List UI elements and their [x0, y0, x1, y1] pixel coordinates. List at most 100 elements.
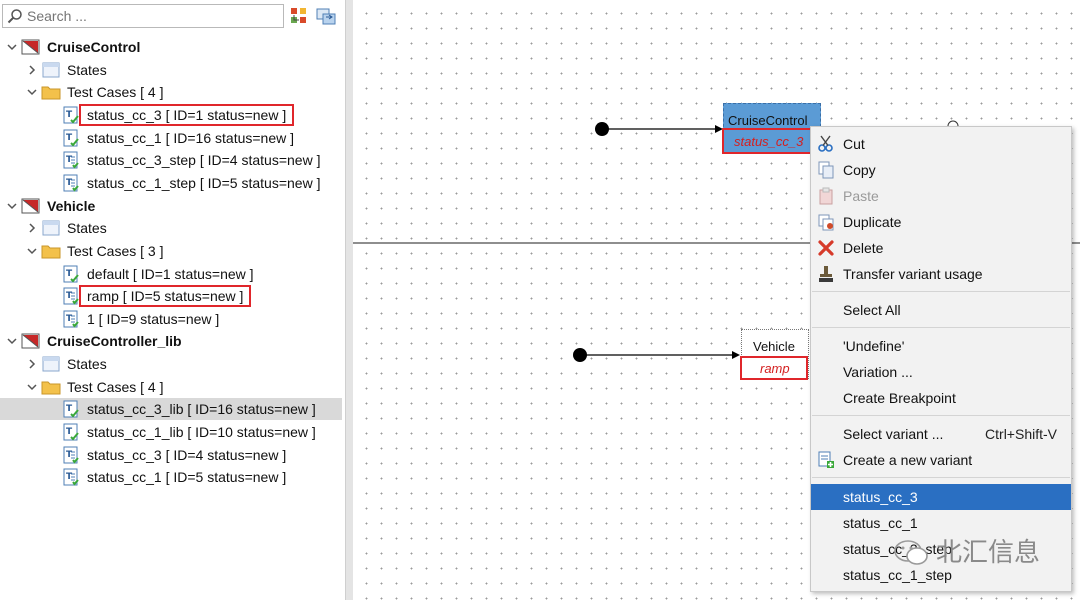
tree-item[interactable]: Test Cases [ 3 ]: [0, 240, 342, 262]
state-vehicle-variant: ramp: [760, 361, 790, 376]
tree-item-label: CruiseControl: [47, 39, 141, 55]
tree-item-label: status_cc_3_lib [ ID=16 status=new ]: [87, 401, 316, 418]
svg-text:T: T: [66, 404, 73, 414]
menu-item[interactable]: Select variant ...Ctrl+Shift-V: [811, 421, 1071, 447]
state-cruisecontrol[interactable]: CruiseControl status_cc_3: [722, 103, 821, 154]
model-icon: [21, 332, 41, 350]
chevron-down-icon[interactable]: [6, 335, 18, 347]
test-case-step-icon: T: [61, 287, 81, 305]
test-case-icon: T: [61, 265, 81, 283]
state-vehicle[interactable]: Vehicle ramp: [740, 329, 809, 380]
menu-item[interactable]: Select All: [811, 297, 1071, 323]
wechat-icon: [894, 540, 928, 565]
menu-item-label: Create a new variant: [843, 452, 973, 468]
tree-item-label: status_cc_3 [ ID=4 status=new ]: [87, 446, 287, 463]
svg-text:T: T: [66, 450, 73, 460]
panel-splitter[interactable]: [345, 0, 353, 600]
menu-item-label: Create Breakpoint: [843, 390, 956, 406]
search-input[interactable]: [27, 7, 277, 25]
folder-icon: [41, 378, 61, 396]
menu-item[interactable]: Transfer variant usage: [811, 261, 1071, 287]
chevron-right-icon[interactable]: [26, 222, 38, 234]
states-icon: [41, 355, 61, 373]
model-icon: [21, 38, 41, 56]
menu-item[interactable]: 'Undefine': [811, 333, 1071, 359]
sync-view-icon[interactable]: [316, 7, 336, 25]
tree-item[interactable]: States: [0, 353, 342, 375]
search-box[interactable]: [2, 4, 284, 28]
tree-item-label: Vehicle: [47, 197, 96, 214]
svg-text:T: T: [66, 133, 73, 143]
folder-icon: [41, 83, 61, 101]
chevron-down-icon[interactable]: [26, 381, 38, 393]
model-icon: [21, 197, 41, 215]
tree-item-label: ramp [ ID=5 status=new ]: [78, 285, 252, 308]
tree-item[interactable]: Test Cases [ 4 ]: [0, 376, 342, 398]
tree-item[interactable]: States: [0, 59, 342, 81]
watermark-text: 北汇信息: [936, 538, 1041, 568]
chevron-down-icon[interactable]: [26, 86, 38, 98]
menu-separator: [812, 477, 1070, 478]
state-cruisecontrol-variant: status_cc_3: [734, 134, 804, 149]
menu-item[interactable]: Cut: [811, 131, 1071, 157]
menu-item-label: status_cc_3: [843, 489, 918, 505]
menu-separator: [812, 327, 1070, 328]
transition-2-arrowhead: [732, 351, 740, 359]
menu-item[interactable]: Create a new variant: [811, 447, 1071, 473]
test-case-step-icon: T: [61, 446, 81, 464]
filter-tree-icon[interactable]: [290, 7, 308, 25]
tree-item-label: status_cc_1_step [ ID=5 status=new ]: [87, 174, 321, 191]
menu-item-label: Variation ...: [843, 364, 913, 380]
state-vehicle-variant-box[interactable]: ramp: [740, 356, 808, 380]
menu-item[interactable]: Create Breakpoint: [811, 385, 1071, 411]
folder-icon: [41, 242, 61, 260]
menu-item-shortcut: Ctrl+Shift-V: [985, 426, 1057, 442]
tree-item[interactable]: CruiseControl: [0, 36, 342, 58]
tree-item-label: status_cc_1 [ ID=5 status=new ]: [87, 469, 287, 486]
tree-item-label: status_cc_1_lib [ ID=10 status=new ]: [87, 424, 316, 441]
test-case-step-icon: T: [61, 310, 81, 328]
menu-item[interactable]: Duplicate: [811, 209, 1071, 235]
menu-item-label: Select All: [843, 302, 901, 318]
menu-item-label: 'Undefine': [843, 338, 905, 354]
tree-item-label: States: [67, 356, 107, 373]
menu-item[interactable]: status_cc_1_step: [811, 562, 1071, 588]
menu-item-label: Transfer variant usage: [843, 266, 983, 282]
chevron-down-icon[interactable]: [6, 200, 18, 212]
state-cruisecontrol-variant-box[interactable]: status_cc_3: [722, 128, 812, 154]
menu-item[interactable]: Copy: [811, 157, 1071, 183]
menu-item-label: Delete: [843, 240, 884, 256]
menu-item[interactable]: Variation ...: [811, 359, 1071, 385]
menu-item[interactable]: status_cc_3: [811, 484, 1071, 510]
menu-item[interactable]: Delete: [811, 235, 1071, 261]
test-case-step-icon: T: [61, 174, 81, 192]
menu-item-label: Paste: [843, 188, 879, 204]
chevron-right-icon[interactable]: [26, 358, 38, 370]
transfer-icon: [817, 265, 835, 283]
tree-item[interactable]: CruiseController_lib: [0, 330, 342, 352]
menu-item[interactable]: status_cc_1: [811, 510, 1071, 536]
menu-item-label: Copy: [843, 162, 876, 178]
tree-item[interactable]: Vehicle: [0, 195, 342, 217]
tree-item-label: status_cc_3 [ ID=1 status=new ]: [78, 103, 295, 126]
tree-item[interactable]: States: [0, 217, 342, 239]
chevron-down-icon[interactable]: [6, 41, 18, 53]
tree-item[interactable]: Test Cases [ 4 ]: [0, 81, 342, 103]
chevron-right-icon[interactable]: [26, 64, 38, 76]
states-icon: [41, 219, 61, 237]
chevron-down-icon[interactable]: [26, 245, 38, 257]
svg-text:T: T: [66, 155, 73, 165]
